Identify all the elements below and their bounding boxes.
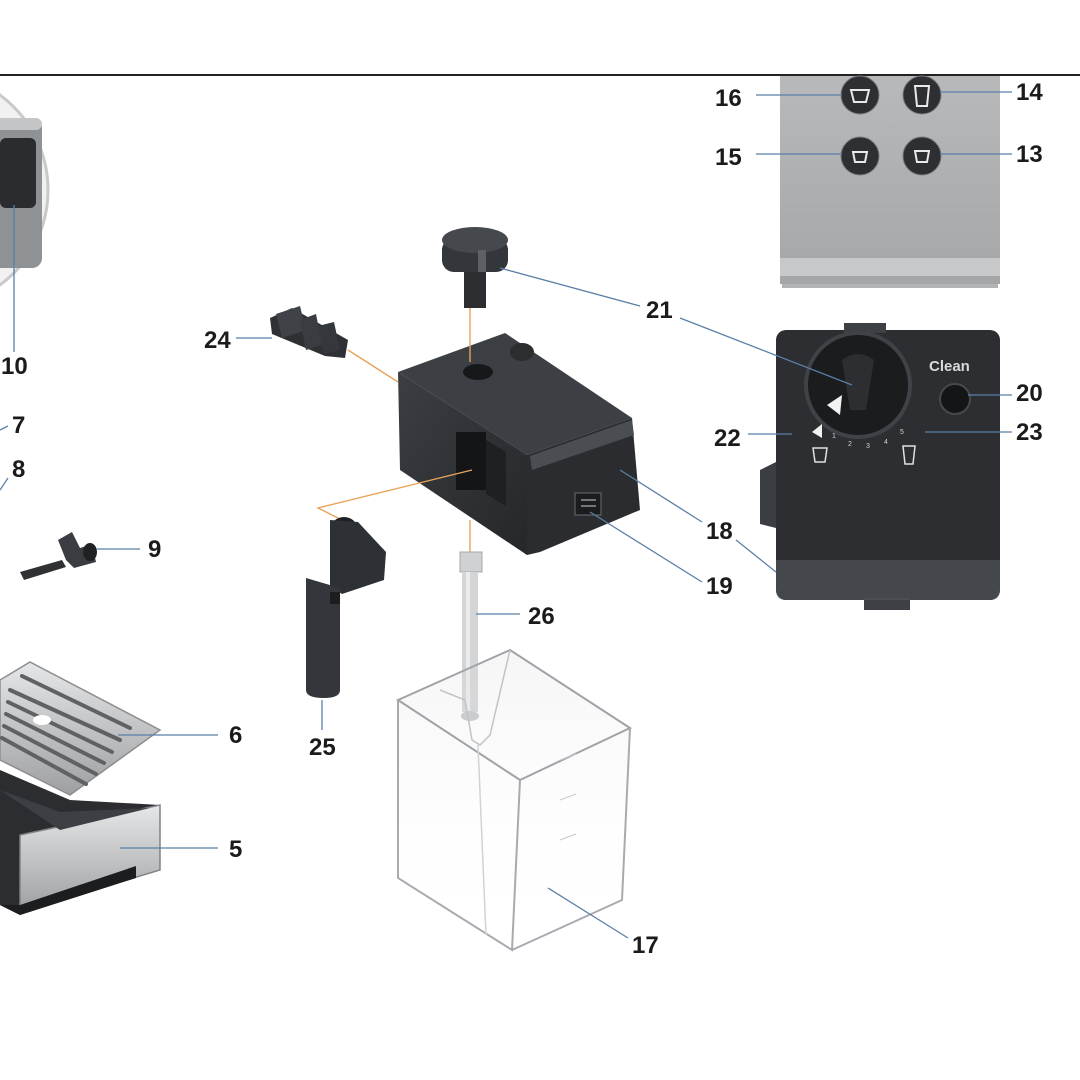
part-18-frother-block [398, 333, 640, 555]
callout-22: 22 [714, 425, 741, 452]
callout-18: 18 [706, 518, 733, 545]
callout-19: 19 [706, 573, 733, 600]
button-13-double-cup-icon [902, 136, 942, 176]
callout-26: 26 [528, 603, 555, 630]
svg-text:5: 5 [900, 429, 904, 436]
callout-6: 6 [229, 722, 242, 749]
clean-label: Clean [929, 358, 970, 375]
callout-24: 24 [204, 327, 231, 354]
callout-13: 13 [1016, 141, 1043, 168]
callout-21: 21 [646, 297, 673, 324]
top-button-panel [780, 75, 1000, 288]
part-24-connector [270, 306, 348, 358]
callout-17: 17 [632, 932, 659, 959]
guide-24 [347, 349, 399, 383]
leader-21a [499, 267, 641, 307]
part-5-drip-tray [0, 770, 161, 915]
machine-detail-circle [0, 93, 50, 287]
leader-7 [0, 425, 9, 431]
leader-19 [589, 511, 703, 583]
callout-16: 16 [715, 85, 742, 112]
part-25-frothing-tube [306, 517, 386, 698]
leader-18b [735, 539, 777, 573]
button-16-cup-icon [840, 75, 880, 115]
button-14-tall-cup-icon [902, 75, 942, 115]
svg-text:1: 1 [832, 433, 836, 440]
callout-7: 7 [12, 412, 25, 439]
callout-8: 8 [12, 456, 25, 483]
svg-text:3: 3 [866, 443, 870, 450]
svg-text:4: 4 [884, 439, 888, 446]
callout-9: 9 [148, 536, 161, 563]
leader-18a [619, 469, 703, 523]
milk-control-panel: 1 2 3 4 5 Clean [760, 323, 1000, 610]
callout-23: 23 [1016, 419, 1043, 446]
part-21-knob [442, 227, 508, 308]
leader-21b [679, 317, 853, 386]
callout-14: 14 [1016, 79, 1043, 106]
callout-15: 15 [715, 144, 742, 171]
leader-8 [0, 477, 9, 491]
callout-5: 5 [229, 836, 242, 863]
callout-20: 20 [1016, 380, 1043, 407]
part-6-drip-grille [0, 661, 162, 796]
clean-button [939, 383, 971, 415]
callout-25: 25 [309, 734, 336, 761]
part-9-nozzle [20, 532, 97, 580]
button-15-small-cup-icon [840, 136, 880, 176]
callout-10: 10 [1, 353, 28, 380]
svg-text:2: 2 [848, 441, 852, 448]
leader-17 [547, 887, 629, 939]
part-17-milk-container [395, 648, 633, 952]
